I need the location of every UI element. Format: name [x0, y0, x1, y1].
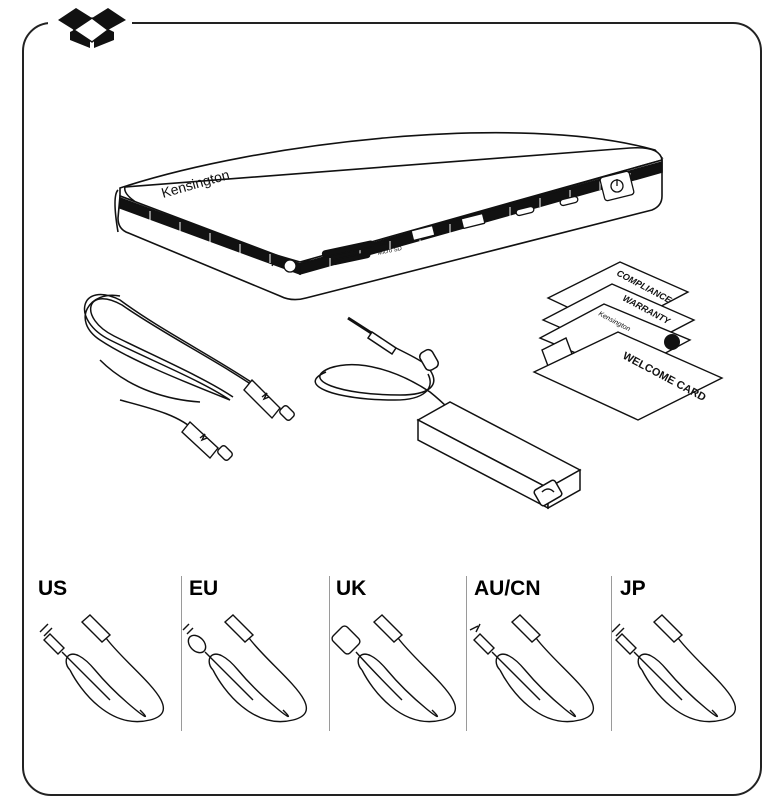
sd-label: SD: [379, 240, 389, 248]
cable-connector-2: [181, 420, 233, 461]
region-label-us: US: [38, 577, 68, 600]
usb-c-port-2: [559, 195, 579, 207]
region-divider: [611, 576, 612, 731]
thunderbolt-icon: [261, 392, 270, 401]
microsd-label: Micro SD: [377, 246, 403, 257]
power-cord-uk: [331, 614, 457, 723]
cable-connector-1: [243, 378, 295, 421]
usb-a-port-2: [460, 213, 486, 229]
region-label-au-cn: AU/CN: [474, 577, 541, 600]
region-label-uk: UK: [336, 577, 367, 600]
headphone-jack: [283, 259, 297, 273]
usb-a-port-1: [410, 225, 436, 241]
docking-station: [114, 131, 664, 301]
power-cord-au-cn: [469, 614, 595, 723]
power-cord-jp: [611, 614, 737, 723]
ac-socket: [533, 479, 563, 507]
documents-stack: [532, 261, 724, 421]
power-adapter: [314, 316, 582, 510]
open-box-icon: [48, 2, 132, 48]
power-cord-eu: [182, 614, 308, 723]
thunderbolt-cable: [83, 293, 263, 433]
usb-c-port-1: [515, 205, 535, 217]
dock-ports: [271, 170, 635, 273]
region-divider: [329, 576, 330, 731]
package-frame: [22, 22, 762, 796]
kensington-badge-icon: [664, 334, 680, 350]
region-label-jp: JP: [620, 577, 646, 600]
microsd-slot: [331, 251, 371, 266]
region-divider: [181, 576, 182, 731]
sd-slot: [321, 240, 375, 258]
power-cord-us: [39, 614, 165, 723]
power-cords: [39, 614, 737, 723]
region-label-eu: EU: [189, 577, 219, 600]
welcome-card: [532, 331, 724, 421]
headphone-icon: [271, 261, 281, 267]
region-divider: [466, 576, 467, 731]
